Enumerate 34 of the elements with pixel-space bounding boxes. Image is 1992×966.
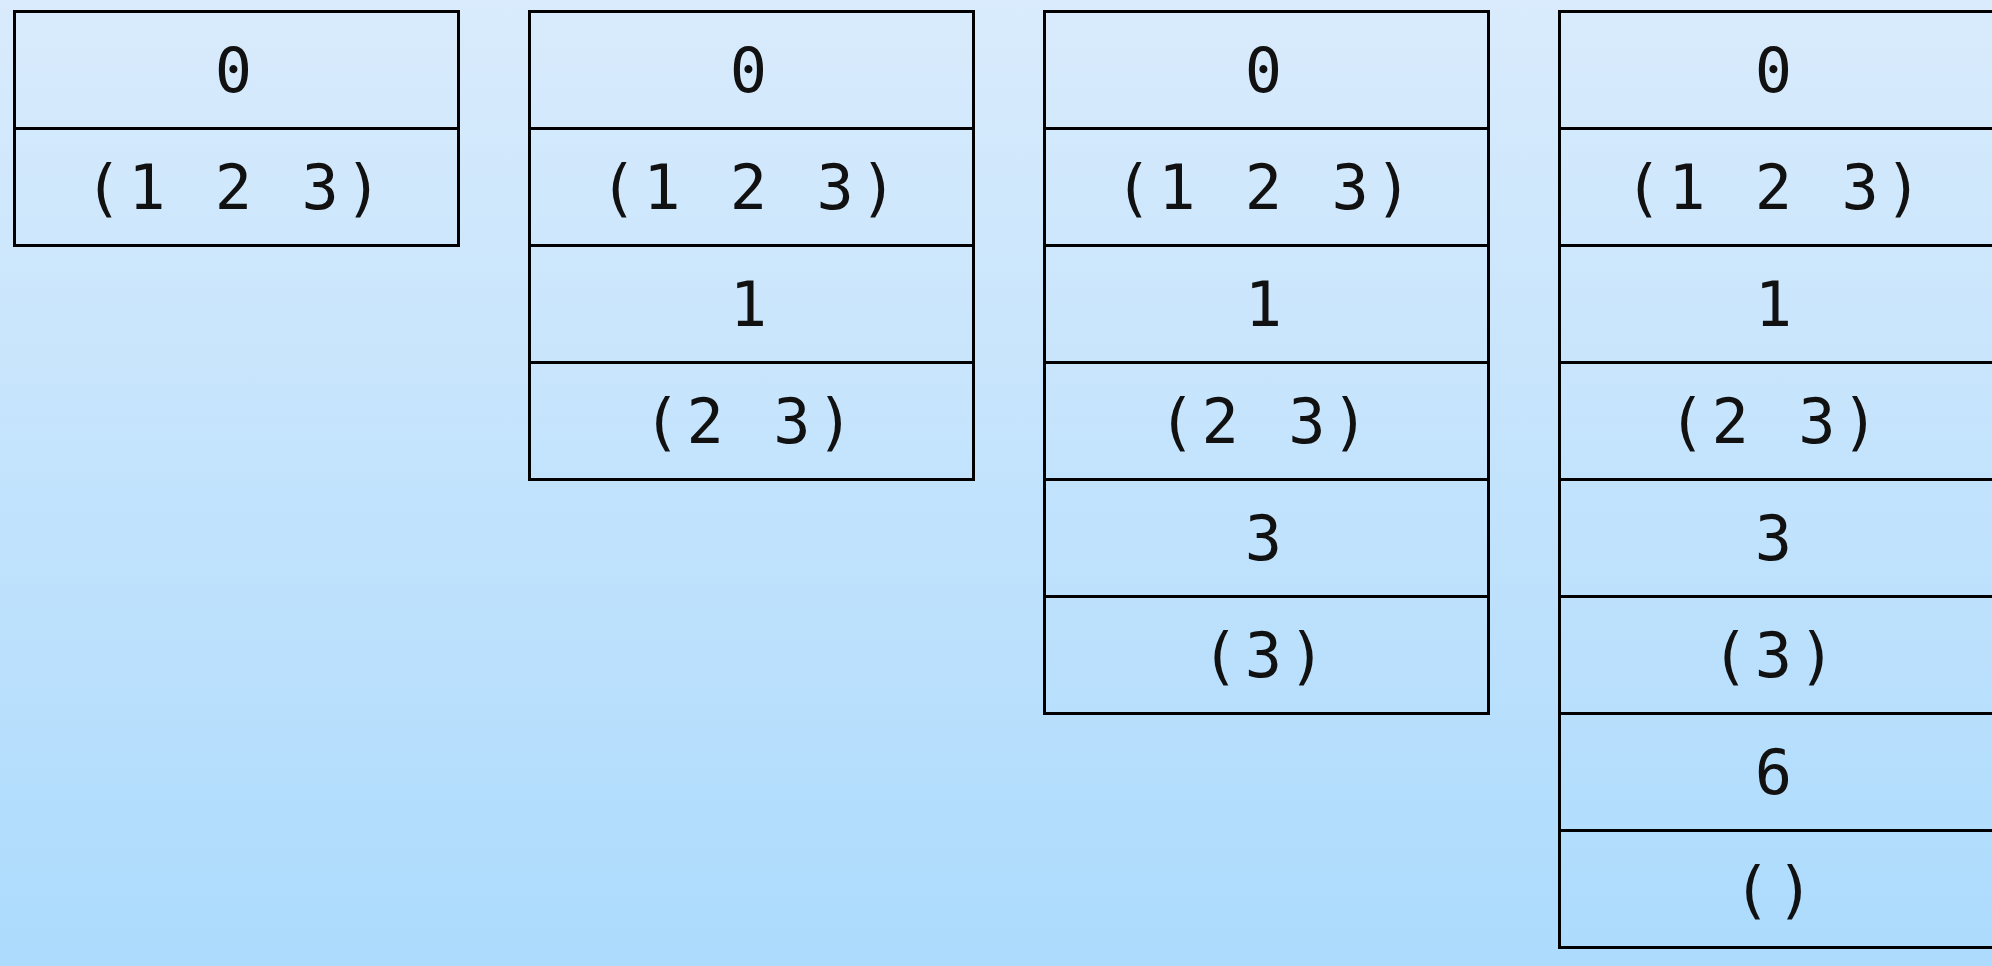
- cell-value: (2 3): [1158, 384, 1375, 458]
- cell-value: (): [1733, 852, 1820, 926]
- cell-value: (1 2 3): [599, 150, 904, 224]
- stack-cell: [13, 10, 460, 130]
- stack-cell: [1043, 595, 1490, 715]
- stack-cell: [528, 127, 975, 247]
- cell-value: (2 3): [643, 384, 860, 458]
- stack-cell: [528, 244, 975, 364]
- stack-cell: [1043, 244, 1490, 364]
- cell-value: 3: [1244, 501, 1289, 575]
- cell-value: 3: [1754, 501, 1799, 575]
- cell-value: 0: [214, 33, 259, 107]
- stack-cell: [1558, 829, 1992, 949]
- cell-value: (3): [1711, 618, 1842, 692]
- cell-value: 1: [1244, 267, 1289, 341]
- cell-value: (1 2 3): [84, 150, 389, 224]
- cell-value: (3): [1201, 618, 1332, 692]
- stack-cell: [1043, 478, 1490, 598]
- cell-value: 0: [1754, 33, 1799, 107]
- cell-value: 6: [1754, 735, 1799, 809]
- cell-value: (1 2 3): [1114, 150, 1419, 224]
- stack-cell: [13, 127, 460, 247]
- cell-value: 1: [729, 267, 774, 341]
- stack-cell: [1558, 10, 1992, 130]
- stack-cell: [528, 10, 975, 130]
- stack-cell: [1043, 361, 1490, 481]
- cell-value: 0: [1244, 33, 1289, 107]
- cell-value: 1: [1754, 267, 1799, 341]
- cell-value: 0: [729, 33, 774, 107]
- stack-cell: [1043, 10, 1490, 130]
- cell-value: (1 2 3): [1624, 150, 1929, 224]
- cell-value: (2 3): [1668, 384, 1885, 458]
- stack-cell: [1043, 127, 1490, 247]
- stack-cell: [528, 361, 975, 481]
